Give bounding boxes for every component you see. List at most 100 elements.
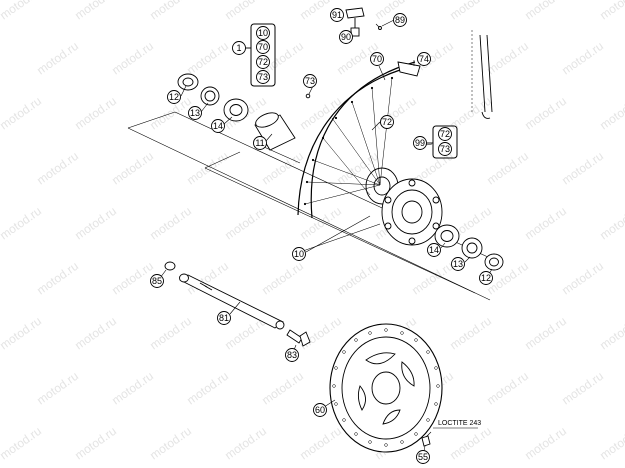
callout-72-right-label: 72 bbox=[440, 129, 450, 139]
watermark-text: motod.ru bbox=[222, 0, 269, 22]
leader-lines bbox=[159, 19, 493, 452]
watermark-text: motod.ru bbox=[259, 259, 306, 298]
watermark-text: motod.ru bbox=[34, 149, 81, 188]
watermark-text: motod.ru bbox=[334, 259, 381, 298]
watermark-text: motod.ru bbox=[184, 369, 231, 408]
callout-55-label: 55 bbox=[418, 452, 428, 462]
callout-1: 1 bbox=[232, 41, 246, 55]
callout-99: 99 bbox=[413, 136, 427, 150]
watermark-text: motod.ru bbox=[484, 39, 531, 78]
callout-14-right: 14 bbox=[427, 243, 441, 257]
callout-13-left: 13 bbox=[188, 106, 202, 120]
watermark-text: motod.ru bbox=[522, 314, 569, 353]
watermark-text: motod.ru bbox=[597, 424, 625, 463]
axle bbox=[179, 273, 285, 330]
callout-73-group: 73 bbox=[256, 70, 270, 84]
spacer-ring-right bbox=[461, 237, 483, 259]
watermark-text: motod.ru bbox=[0, 424, 44, 463]
watermark-text: motod.ru bbox=[597, 0, 625, 22]
spoke-nipple-small bbox=[305, 26, 382, 99]
watermark-text: motod.ru bbox=[484, 369, 531, 408]
watermark-text: motod.ru bbox=[522, 204, 569, 243]
callout-group-box-left bbox=[250, 23, 276, 87]
callout-72-label: 72 bbox=[382, 117, 392, 127]
callout-12-left-label: 12 bbox=[169, 92, 179, 102]
watermark-text: motod.ru bbox=[34, 259, 81, 298]
watermark-text: motod.ru bbox=[447, 0, 494, 22]
valve-cap bbox=[345, 7, 365, 37]
callout-70-group-label: 70 bbox=[258, 42, 268, 52]
watermark-text: motod.ru bbox=[297, 424, 344, 463]
callout-74: 74 bbox=[417, 52, 431, 66]
seal-right bbox=[484, 253, 504, 271]
watermark-text: motod.ru bbox=[72, 94, 119, 133]
callout-13-left-label: 13 bbox=[190, 108, 200, 118]
watermark-text: motod.ru bbox=[72, 0, 119, 22]
watermark-text: motod.ru bbox=[559, 369, 606, 408]
watermark-text: motod.ru bbox=[259, 149, 306, 188]
callout-10-group-label: 10 bbox=[258, 28, 268, 38]
watermark-text: motod.ru bbox=[109, 39, 156, 78]
spoke-part bbox=[471, 30, 493, 119]
disc-screw bbox=[421, 435, 431, 447]
watermark-text: motod.ru bbox=[334, 149, 381, 188]
seal-left bbox=[177, 73, 199, 91]
callout-74-label: 74 bbox=[419, 54, 429, 64]
callout-14-left-label: 14 bbox=[213, 121, 223, 131]
watermark-text: motod.ru bbox=[109, 369, 156, 408]
watermark-text: motod.ru bbox=[597, 314, 625, 353]
callout-group-box-right bbox=[432, 125, 458, 159]
callout-72-right: 72 bbox=[438, 127, 452, 141]
callout-12-right: 12 bbox=[479, 271, 493, 285]
watermark-text: motod.ru bbox=[297, 204, 344, 243]
callout-13-right-label: 13 bbox=[453, 259, 463, 269]
callout-11-label: 11 bbox=[255, 138, 264, 148]
wheel-hub bbox=[365, 167, 443, 246]
callout-73: 73 bbox=[303, 74, 317, 88]
callout-72-group-label: 72 bbox=[258, 57, 268, 67]
spacer-ring-left bbox=[200, 86, 220, 106]
callout-14-right-label: 14 bbox=[429, 245, 439, 255]
watermark-text: motod.ru bbox=[559, 259, 606, 298]
hub-bolt-holes bbox=[384, 179, 440, 245]
callout-89-label: 89 bbox=[395, 15, 405, 25]
watermark-text: motod.ru bbox=[559, 149, 606, 188]
watermark-text: motod.ru bbox=[147, 204, 194, 243]
watermark-text: motod.ru bbox=[484, 149, 531, 188]
watermark-text: motod.ru bbox=[34, 39, 81, 78]
watermark-text: motod.ru bbox=[184, 39, 231, 78]
callout-99-label: 99 bbox=[415, 138, 425, 148]
watermark-text: motod.ru bbox=[447, 424, 494, 463]
callout-83: 83 bbox=[285, 348, 299, 362]
watermark-text: motod.ru bbox=[72, 204, 119, 243]
callout-83-label: 83 bbox=[287, 350, 297, 360]
axle-bolt bbox=[286, 329, 311, 347]
watermark-text: motod.ru bbox=[597, 94, 625, 133]
callout-10-label: 10 bbox=[294, 249, 304, 259]
callout-73-group-label: 73 bbox=[258, 72, 268, 82]
watermark-text: motod.ru bbox=[259, 369, 306, 408]
callout-81-label: 81 bbox=[219, 313, 229, 323]
callout-60-label: 60 bbox=[315, 405, 325, 415]
watermark-text: motod.ru bbox=[0, 94, 44, 133]
callout-85: 85 bbox=[150, 274, 164, 288]
bearing-right bbox=[434, 224, 460, 248]
spokes bbox=[304, 77, 393, 205]
watermark-text: motod.ru bbox=[147, 0, 194, 22]
watermark-text: motod.ru bbox=[0, 204, 44, 243]
callout-72: 72 bbox=[380, 115, 394, 129]
watermark-text: motod.ru bbox=[147, 314, 194, 353]
callout-91-label: 91 bbox=[332, 10, 342, 20]
wheel-rim bbox=[297, 61, 421, 219]
callout-85-label: 85 bbox=[152, 276, 162, 286]
watermark-text: motod.ru bbox=[72, 314, 119, 353]
callout-12-right-label: 12 bbox=[481, 273, 491, 283]
callout-73-label: 73 bbox=[305, 76, 315, 86]
callout-60: 60 bbox=[313, 403, 327, 417]
brake-disc bbox=[329, 323, 443, 453]
watermark-text: motod.ru bbox=[447, 94, 494, 133]
callout-13-right: 13 bbox=[451, 257, 465, 271]
callout-12-left: 12 bbox=[167, 90, 181, 104]
watermark-text: motod.ru bbox=[109, 149, 156, 188]
